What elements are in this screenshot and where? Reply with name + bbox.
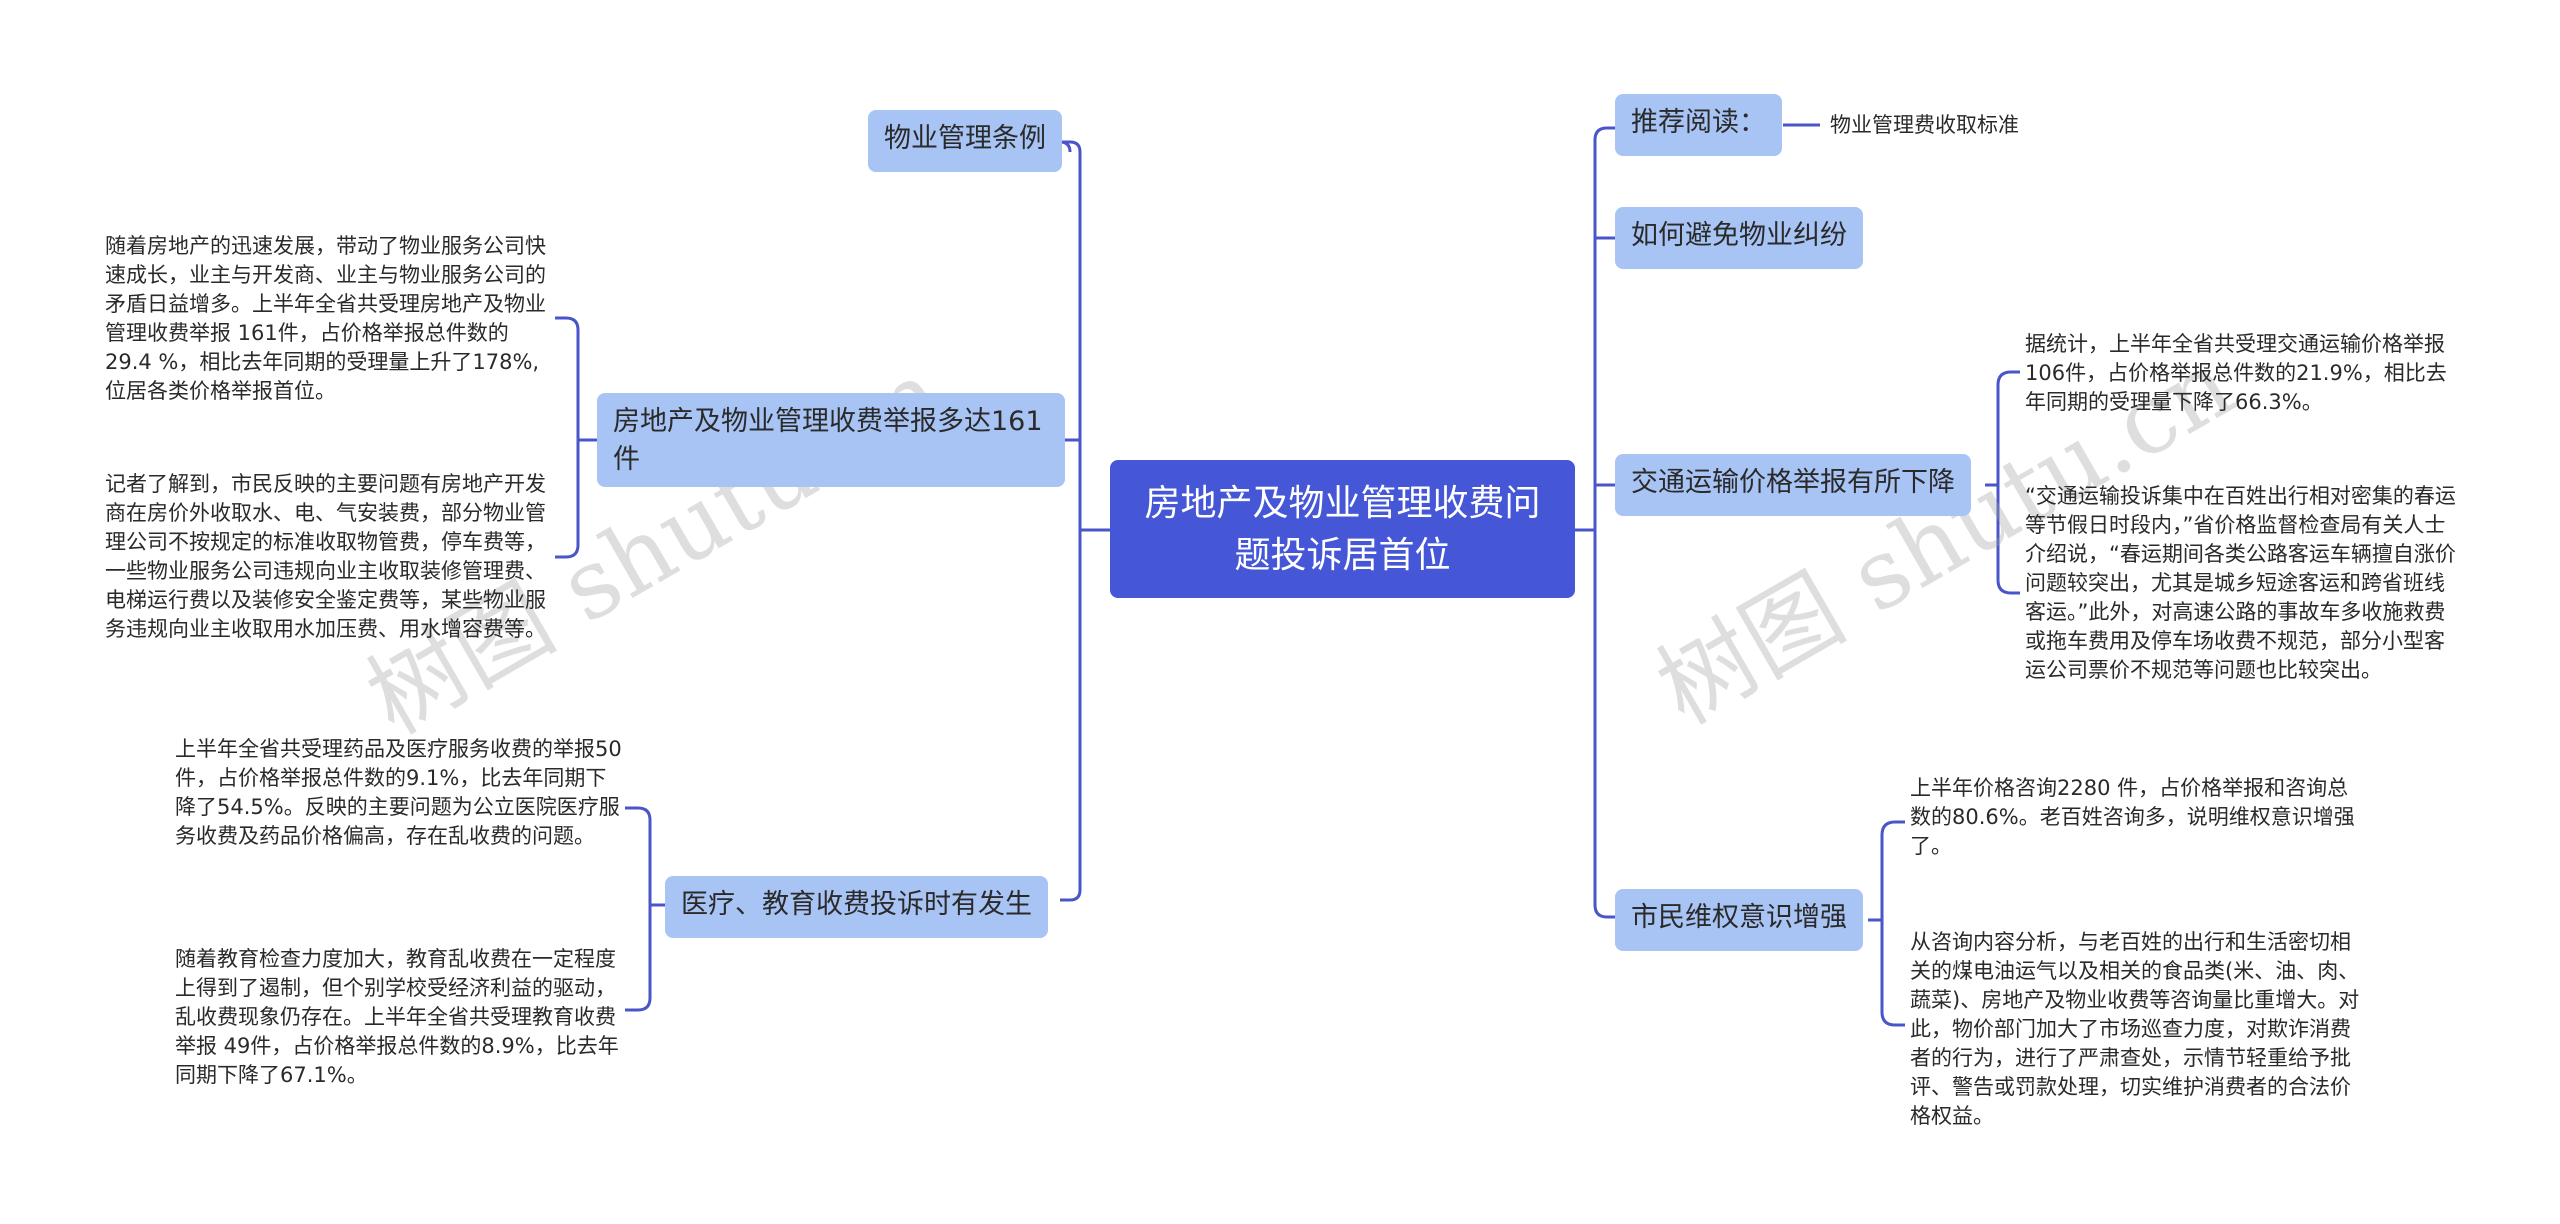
note-rights-1: 上半年价格咨询2280 件，占价格举报和咨询总数的80.6%。老百姓咨询多，说明… <box>1910 776 2355 858</box>
note-property-2: 记者了解到，市民反映的主要问题有房地产开发商在房价外收取水、电、气安装费，部分物… <box>105 472 546 641</box>
root-title: 房地产及物业管理收费问题投诉居首位 <box>1144 483 1541 576</box>
branch-rights-awareness[interactable]: 市民维权意识增强 <box>1615 889 1863 951</box>
note-rights-2: 从咨询内容分析，与老百姓的出行和生活密切相关的煤电油运气以及相关的食品类(米、油… <box>1910 930 2360 1128</box>
root-topic[interactable]: 房地产及物业管理收费问题投诉居首位 <box>1110 460 1575 598</box>
branch-label: 市民维权意识增强 <box>1631 902 1847 933</box>
branch-label: 如何避免物业纠纷 <box>1631 220 1847 251</box>
branch-property-regulations[interactable]: 物业管理条例 <box>868 110 1062 172</box>
branch-medical-education[interactable]: 医疗、教育收费投诉时有发生 <box>665 876 1048 938</box>
note-property-1: 随着房地产的迅速发展，带动了物业服务公司快速成长，业主与开发商、业主与物业服务公… <box>105 234 546 403</box>
link-property-fee-standard[interactable]: 物业管理费收取标准 <box>1830 113 2019 137</box>
branch-label: 推荐阅读： <box>1631 107 1766 138</box>
branch-label: 医疗、教育收费投诉时有发生 <box>681 889 1032 920</box>
branch-avoid-disputes[interactable]: 如何避免物业纠纷 <box>1615 207 1863 269</box>
branch-recommended-reading[interactable]: 推荐阅读： <box>1615 94 1782 156</box>
branch-label: 物业管理条例 <box>884 123 1046 154</box>
branch-label: 房地产及物业管理收费举报多达161件 <box>613 406 1043 475</box>
note-transport-2: “交通运输投诉集中在百姓出行相对密集的春运等节假日时段内，”省价格监督检查局有关… <box>2025 484 2456 682</box>
branch-transport-complaints[interactable]: 交通运输价格举报有所下降 <box>1615 454 1971 516</box>
branch-label: 交通运输价格举报有所下降 <box>1631 467 1955 498</box>
note-medical: 上半年全省共受理药品及医疗服务收费的举报50件，占价格举报总件数的9.1%，比去… <box>175 737 622 848</box>
note-education: 随着教育检查力度加大，教育乱收费在一定程度上得到了遏制，但个别学校受经济利益的驱… <box>175 947 619 1087</box>
note-transport-1: 据统计，上半年全省共受理交通运输价格举报 106件，占价格举报总件数的21.9%… <box>2025 332 2447 414</box>
branch-property-complaints[interactable]: 房地产及物业管理收费举报多达161件 <box>597 393 1065 487</box>
